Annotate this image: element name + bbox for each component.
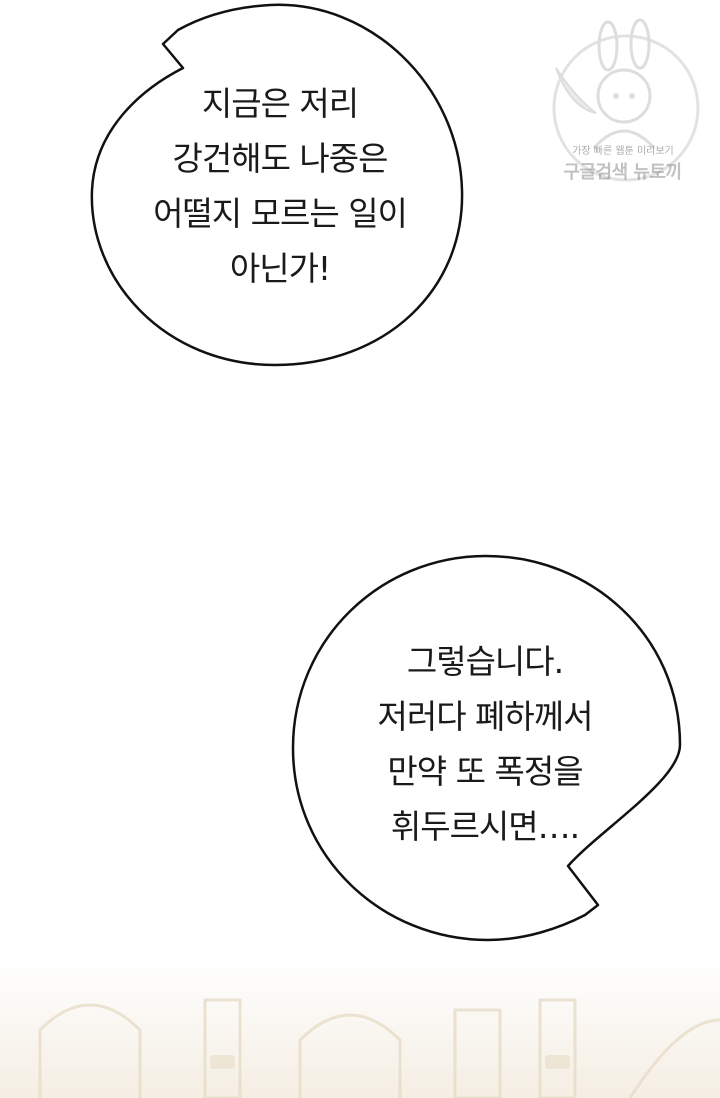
- speech-bubble-2: [291, 554, 682, 942]
- speech-line: 어떨지 모르는 일이: [153, 194, 408, 233]
- speech-bubble-1-text: 지금은 저리 강건해도 나중은 어떨지 모르는 일이 아닌가!: [110, 76, 450, 296]
- speech-line: 저러다 폐하께서: [377, 697, 593, 736]
- watermark-mascot-icon: [552, 18, 700, 182]
- watermark-small-text: 가장 빠른 웹툰 미리보기: [572, 146, 674, 157]
- speech-line: 그렇습니다.: [406, 642, 564, 681]
- speech-line: 휘두르시면….: [390, 807, 580, 846]
- background-scene-art: [0, 960, 720, 1098]
- watermark-large-text: 구글검색 뉴토끼: [563, 162, 682, 183]
- speech-line: 아닌가!: [229, 249, 331, 288]
- speech-line: 지금은 저리: [201, 84, 359, 123]
- speech-bubble-2-text: 그렇습니다. 저러다 폐하께서 만약 또 폭정을 휘두르시면….: [305, 634, 665, 854]
- speech-line: 강건해도 나중은: [172, 139, 388, 178]
- speech-bubble-1: [90, 3, 464, 367]
- speech-line: 만약 또 폭정을: [387, 752, 583, 791]
